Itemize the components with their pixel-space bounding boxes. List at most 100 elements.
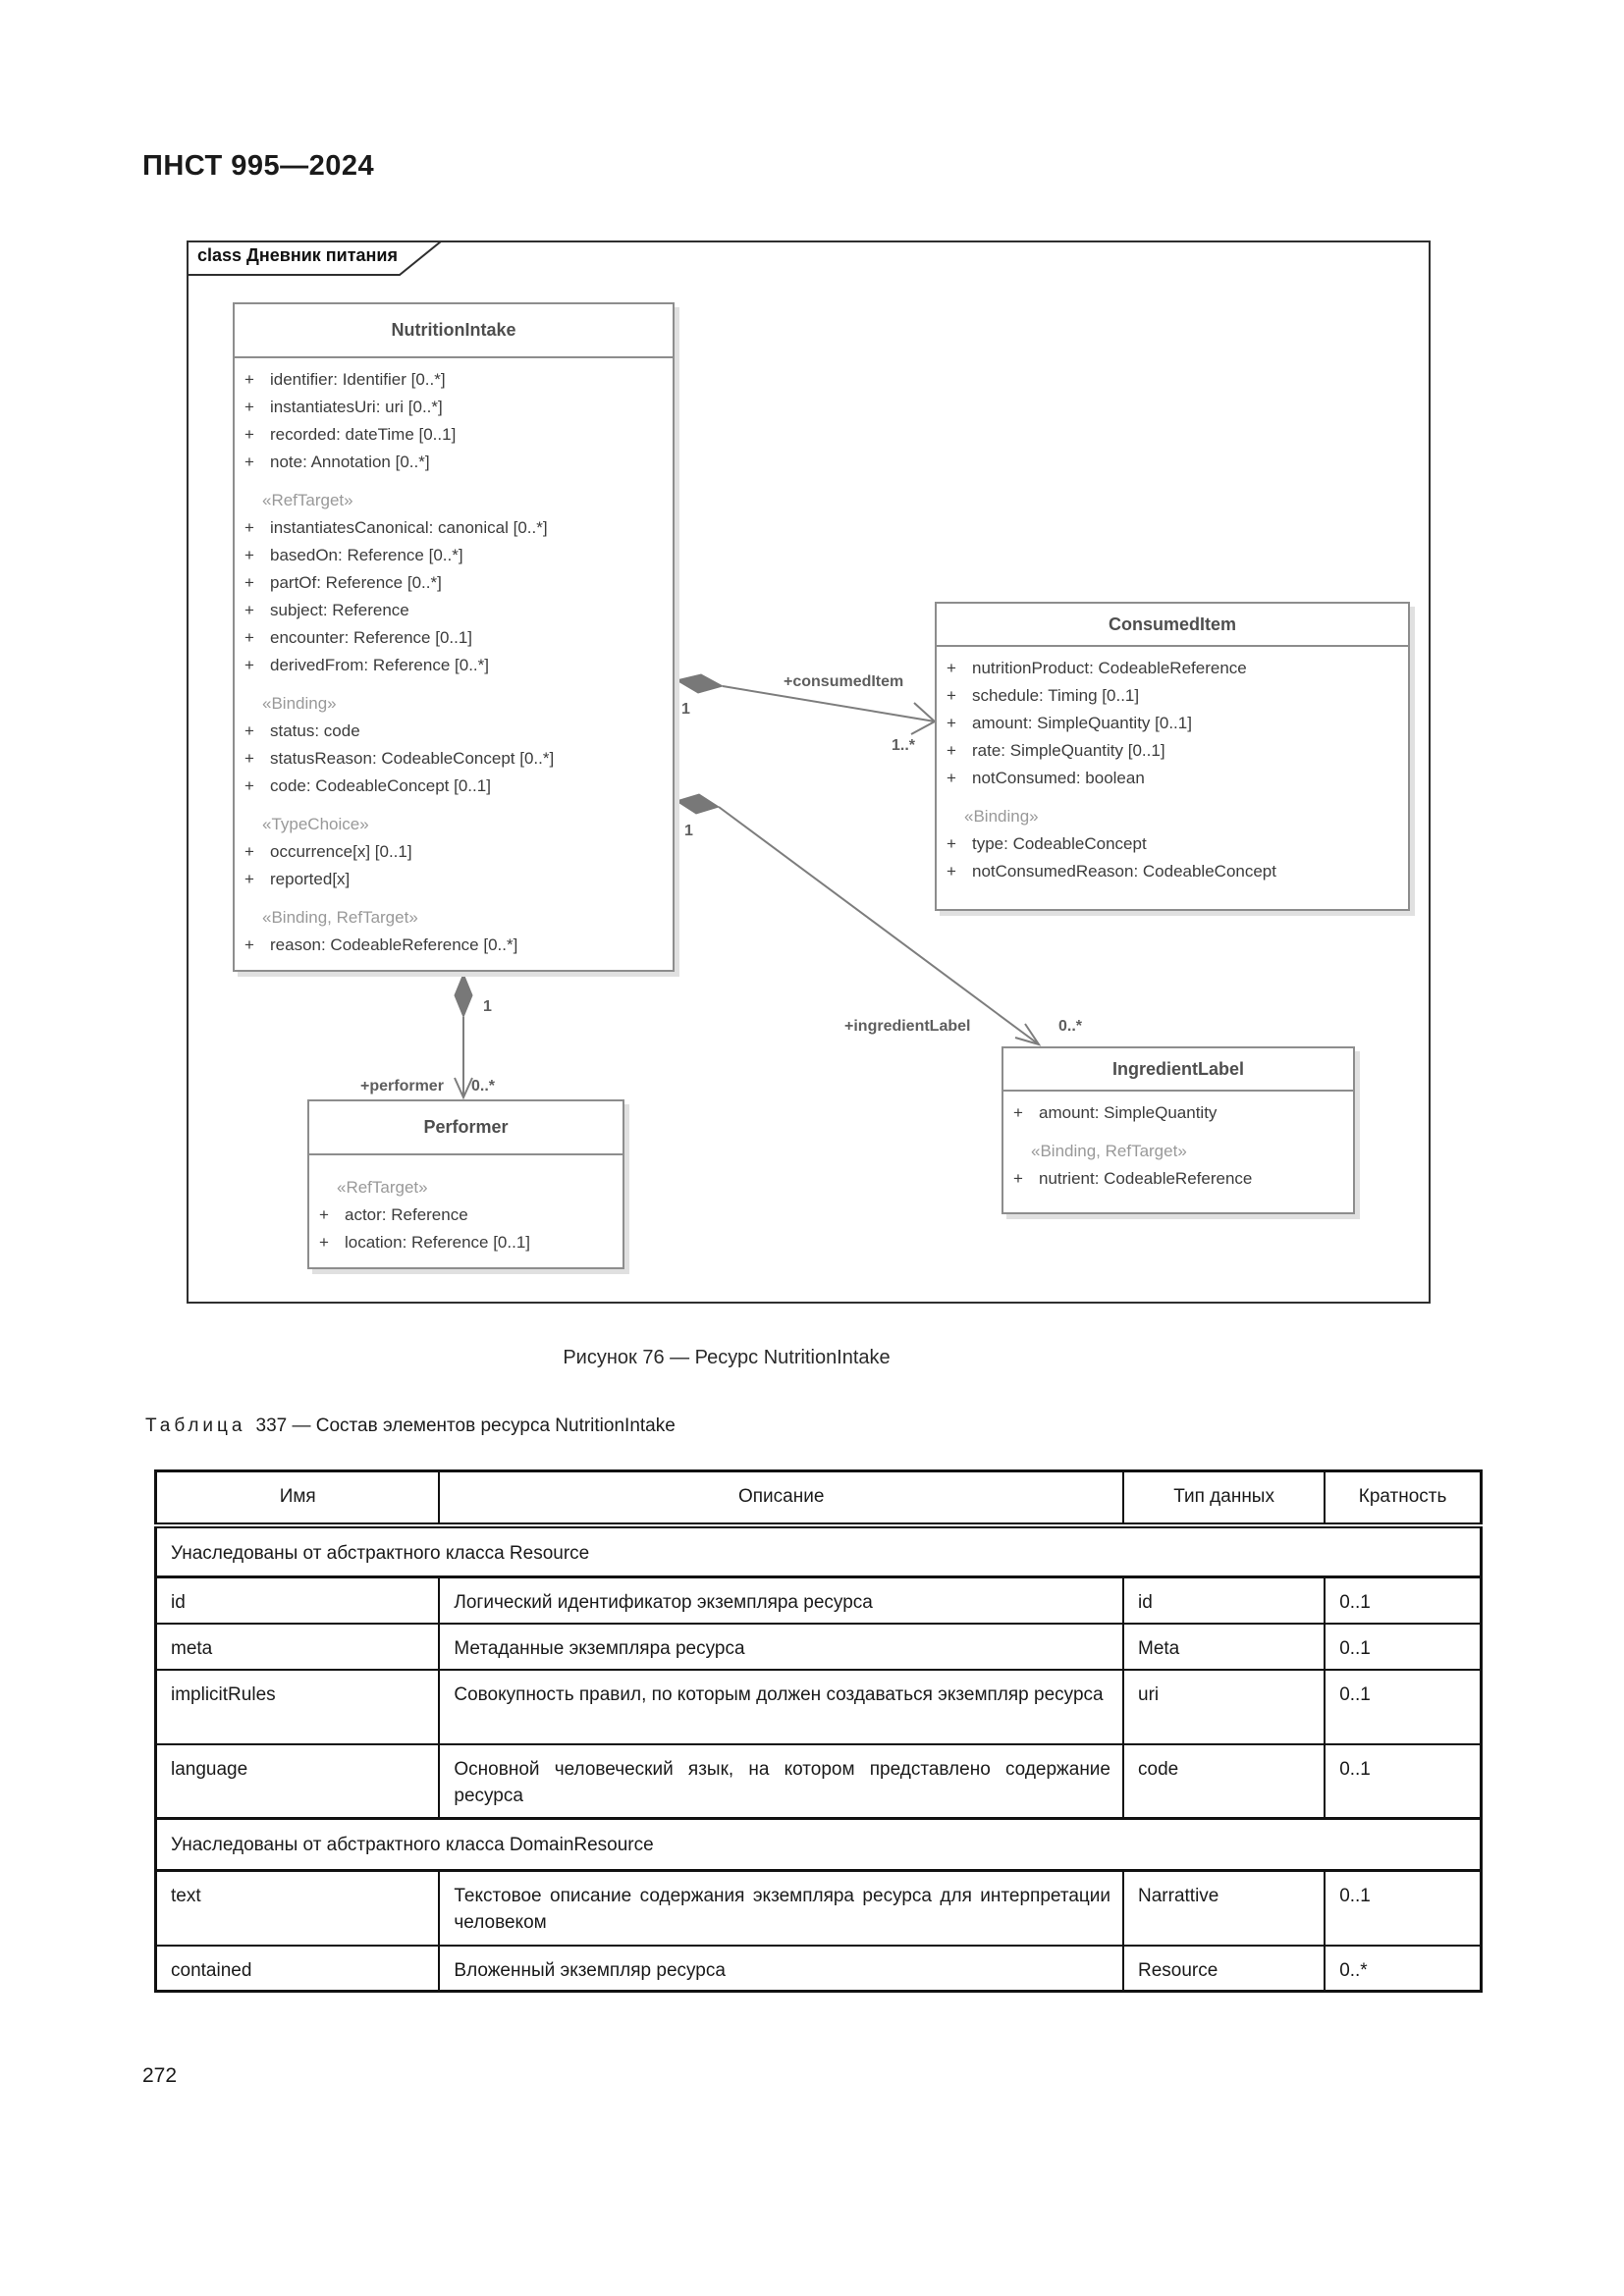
cell-datatype: Narrattive [1121,1869,1326,1947]
uml-diagram-frame: class Дневник питания +consumedItem 1 1.… [187,240,1431,1304]
class-attribute: +occurrence[x] [0..1] [235,838,673,866]
class-attribute: + instantiatesCanonical: canonical [0..*] [235,514,673,542]
class-attribute: + rate: SimpleQuantity [0..1] [937,737,1408,765]
visibility-plus: + [244,870,254,888]
class-consumeditem: ConsumedItem + nutritionProduct: Codeable… [935,602,1410,911]
figure-caption: Рисунок 76 — Ресурс NutritionIntake [563,1347,891,1368]
target-multiplicity: 0..* [471,1078,496,1095]
class-attribute: +schedule: Timing [0..1] [937,682,1408,710]
section-label: Унаследованы от абстрактного класса Reso… [154,1523,1483,1578]
table-header-row: Имя Описание Тип данных Кратность [154,1469,1483,1528]
class-attribute: +statusReason: CodeableConcept [0..*] [235,745,673,773]
class-nutritionintake: NutritionIntake +identifier: Identifier … [233,302,675,972]
stereotype-label: «Binding» [964,807,1039,826]
table-row: contained Вложенный экземпляр ресурса Re… [154,1944,1483,1993]
visibility-plus: + [244,656,254,674]
visibility-plus: + [244,721,254,740]
class-attribute: +note: Annotation [0..*] [235,449,673,476]
attribute-text: nutritionProduct: CodeableReference [972,659,1247,677]
cell-name: language [154,1742,441,1820]
attribute-text: rate: SimpleQuantity [0..1] [972,741,1165,760]
composition-performer: 1 +performer 0..* [360,972,496,1100]
class-attribute: +instantiatesUri: uri [0..*] [235,394,673,421]
class-ingredientlabel: IngredientLabel +amount: SimpleQuantity … [1001,1046,1355,1214]
visibility-plus: + [244,425,254,444]
table-row: text Текстовое описание содержания экзем… [154,1869,1483,1947]
standard-number-header: ПНСТ 995—2024 [142,150,375,182]
visibility-plus: + [244,546,254,564]
class-attribute: +notConsumedReason: CodeableConcept [937,858,1408,885]
frame-tab-shape [187,240,444,276]
attribute-text: statusReason: CodeableConcept [0..*] [270,749,555,768]
attribute-text: amount: SimpleQuantity [0..1] [972,714,1192,732]
cell-cardinality: 0..1 [1324,1668,1483,1745]
class-members: +amount: SimpleQuantity «Binding, RefTar… [1003,1092,1353,1193]
table-row: language Основной человеческий язык, на … [154,1742,1483,1820]
attribute-text: occurrence[x] [0..1] [270,842,412,861]
cell-description: Совокупность правил, по которым должен с… [438,1668,1124,1745]
cell-datatype: id [1121,1575,1326,1625]
table-row: implicitRules Совокупность правил, по ко… [154,1668,1483,1745]
cell-name: text [154,1869,441,1947]
class-attribute: +encounter: Reference [0..1] [235,624,673,652]
class-attribute: +partOf: Reference [0..*] [235,569,673,597]
attribute-text: schedule: Timing [0..1] [972,686,1140,705]
elements-table: Имя Описание Тип данных Кратность Унасле… [154,1469,1483,1993]
attribute-text: recorded: dateTime [0..1] [270,425,457,444]
visibility-plus: + [244,628,254,647]
cell-cardinality: 0..* [1324,1944,1483,1993]
attribute-text: reported[x] [270,870,351,888]
cell-datatype: Meta [1121,1622,1326,1671]
class-attribute: +amount: SimpleQuantity [1003,1099,1353,1127]
col-header-cardinality: Кратность [1324,1469,1483,1528]
table-title-rest: 337 — Состав элементов ресурса Nutrition… [255,1415,676,1436]
attribute-text: instantiatesCanonical: canonical [0..*] [270,518,548,537]
class-title: ConsumedItem [937,604,1408,647]
class-members: +nutritionProduct: CodeableReference +sc… [937,647,1408,885]
target-multiplicity: 0..* [1058,1018,1083,1035]
stereotype-label: «Binding, RefTarget» [1031,1142,1187,1160]
visibility-plus: + [244,601,254,619]
visibility-plus: + [319,1233,329,1252]
composition-diamond-icon [454,972,473,1019]
attribute-text: amount: SimpleQuantity [1039,1103,1218,1122]
cell-description: Основной человеческий язык, на котором п… [438,1742,1124,1820]
class-attribute: +type: CodeableConcept [937,830,1408,858]
page-number: 272 [142,2064,178,2087]
composition-consumeditem: +consumedItem 1 1..* [675,673,937,754]
attribute-text: subject: Reference [270,601,409,619]
visibility-plus: + [244,573,254,592]
cell-name: id [154,1575,441,1625]
visibility-plus: + [947,714,956,732]
cell-description: Вложенный экземпляр ресурса [438,1944,1124,1993]
visibility-plus: + [947,834,956,853]
attribute-text: code: CodeableConcept [0..1] [270,776,491,795]
class-attribute: +status: code [235,718,673,745]
composition-diamond-icon [675,673,725,694]
cell-cardinality: 0..1 [1324,1575,1483,1625]
visibility-plus: + [244,776,254,795]
col-header-description: Описание [438,1469,1124,1528]
connector-role-label: +consumedItem [784,673,903,690]
cell-description: Логический идентификатор экземпляра ресу… [438,1575,1124,1625]
attribute-text: actor: Reference [345,1205,468,1224]
attribute-text: instantiatesUri: uri [0..*] [270,398,443,416]
source-multiplicity: 1 [483,998,492,1015]
open-arrowhead-icon [454,1077,473,1100]
source-multiplicity: 1 [681,701,690,718]
class-attribute: + amount: SimpleQuantity [0..1] [937,710,1408,737]
attribute-text: nutrient: CodeableReference [1039,1169,1253,1188]
class-attribute: +reason: CodeableReference [0..*] [235,932,673,959]
class-title: IngredientLabel [1003,1048,1353,1092]
class-title: NutritionIntake [235,304,673,358]
visibility-plus: + [947,659,956,677]
section-row-resource: Унаследованы от абстрактного класса Reso… [154,1523,1483,1578]
attribute-text: notConsumed: boolean [972,769,1145,787]
visibility-plus: + [244,518,254,537]
class-attribute: +nutrient: CodeableReference [1003,1165,1353,1193]
visibility-plus: + [947,862,956,881]
attribute-text: location: Reference [0..1] [345,1233,531,1252]
stereotype-label: «RefTarget» [337,1178,428,1197]
visibility-plus: + [947,741,956,760]
